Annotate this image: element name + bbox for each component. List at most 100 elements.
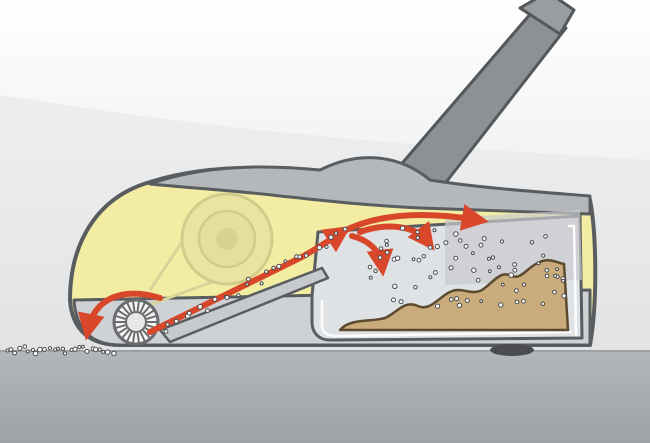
dirt-particle <box>432 228 437 233</box>
brush-bristle <box>139 302 146 313</box>
dirt-particle <box>544 273 550 279</box>
arrow-downward-flow <box>349 233 394 277</box>
dirt-particle <box>453 255 459 261</box>
dirt-particle <box>384 238 389 244</box>
dirt-particle <box>508 272 515 278</box>
dirt-particle <box>186 310 192 316</box>
dirt-particle <box>264 269 269 274</box>
dirt-particle <box>498 302 504 308</box>
brush-bristle <box>117 309 128 317</box>
dirt-particle <box>529 240 535 245</box>
dirt-particle <box>93 346 99 353</box>
dirt-particle <box>544 268 550 273</box>
dirt-particle <box>316 244 323 251</box>
dirt-particle <box>236 293 241 298</box>
dirt-particle <box>42 347 47 352</box>
dirt-particle <box>487 269 492 274</box>
arrow-brush-sweep <box>77 290 163 341</box>
dirt-particle <box>454 296 460 302</box>
dirt-particle <box>536 261 541 266</box>
dirt-particle <box>481 236 487 241</box>
dirt-particle <box>543 234 548 239</box>
dirt-particle <box>540 301 546 306</box>
dirt-particle <box>561 278 566 283</box>
dirt-particle <box>433 270 438 275</box>
dirt-particle <box>399 225 406 231</box>
dirt-particle <box>367 264 373 270</box>
dirt-particle <box>501 282 505 287</box>
dirt-particle <box>8 347 14 352</box>
dirt-particle <box>333 231 339 236</box>
dirt-particle <box>411 257 416 262</box>
brush-bristle <box>121 305 130 315</box>
dirt-particle <box>398 299 404 305</box>
dirt-particle <box>212 296 218 302</box>
dirt-particle <box>259 281 264 286</box>
dirt-particle <box>415 235 420 241</box>
dirt-particle <box>552 289 557 295</box>
dirt-particle <box>25 349 30 354</box>
brush-bristle <box>115 324 126 329</box>
dirt-particle <box>512 267 518 273</box>
dirt-particle <box>56 346 60 351</box>
dirt-particle <box>377 255 383 260</box>
dirt-particle <box>391 297 396 303</box>
dirt-particle <box>276 263 282 269</box>
arrow-top-flow <box>339 204 489 235</box>
dirt-particle <box>475 277 481 283</box>
dirt-particle <box>471 267 477 273</box>
dirt-particle <box>17 345 23 351</box>
dirt-particle <box>60 346 66 351</box>
dirt-particle <box>443 240 449 246</box>
dirt-particle <box>512 262 517 267</box>
floor <box>0 350 650 443</box>
dirt-particle <box>448 265 454 271</box>
dirt-particle <box>499 239 505 244</box>
brush-bristle <box>117 327 128 335</box>
dirt-particle <box>165 322 170 327</box>
dirt-particle <box>224 295 230 300</box>
rear-wheel-icon <box>490 344 534 356</box>
dirt-particle <box>394 255 401 261</box>
rotating-brush-icon <box>112 298 160 346</box>
dirt-particle <box>111 350 117 357</box>
dirt-particle <box>32 350 39 357</box>
dirt-particle <box>479 299 484 304</box>
dirt-particle <box>197 303 203 310</box>
dirt-particle <box>297 254 303 260</box>
dirt-particle <box>416 257 422 263</box>
dirt-particle <box>392 283 398 289</box>
dirt-particle <box>427 245 433 250</box>
dirt-particle <box>471 251 475 256</box>
dirt-particle <box>514 299 520 305</box>
dirt-particle <box>163 329 169 334</box>
arrow-inner-flow <box>357 220 435 251</box>
dirt-particle <box>514 288 519 294</box>
brush-bristle <box>136 301 140 312</box>
dirt-particle <box>463 243 469 249</box>
dirt-particle <box>384 242 389 247</box>
brush-bristle <box>132 332 136 343</box>
dirt-particle <box>104 349 111 355</box>
dirt-particle <box>384 250 390 255</box>
floor-dirt-particles-icon <box>5 225 567 357</box>
dirt-particle <box>84 348 90 354</box>
dirt-particle <box>12 350 18 356</box>
brush-bristle <box>115 315 126 320</box>
dirt-particle <box>421 254 426 259</box>
brush-bristle <box>126 331 133 342</box>
brush-bristle <box>126 302 133 313</box>
dirt-particle <box>490 255 496 260</box>
dirt-particle <box>283 259 288 264</box>
dirt-particle <box>22 344 28 349</box>
dirt-particle <box>368 275 373 280</box>
intake-ramp <box>158 266 330 344</box>
brush-bristle <box>139 331 146 342</box>
dirt-particle <box>30 347 36 352</box>
dirt-particle <box>271 265 276 271</box>
dirt-particle <box>464 298 470 303</box>
dirt-particle <box>453 231 459 237</box>
dirt-particle <box>496 265 501 270</box>
dirt-particle <box>81 344 85 349</box>
